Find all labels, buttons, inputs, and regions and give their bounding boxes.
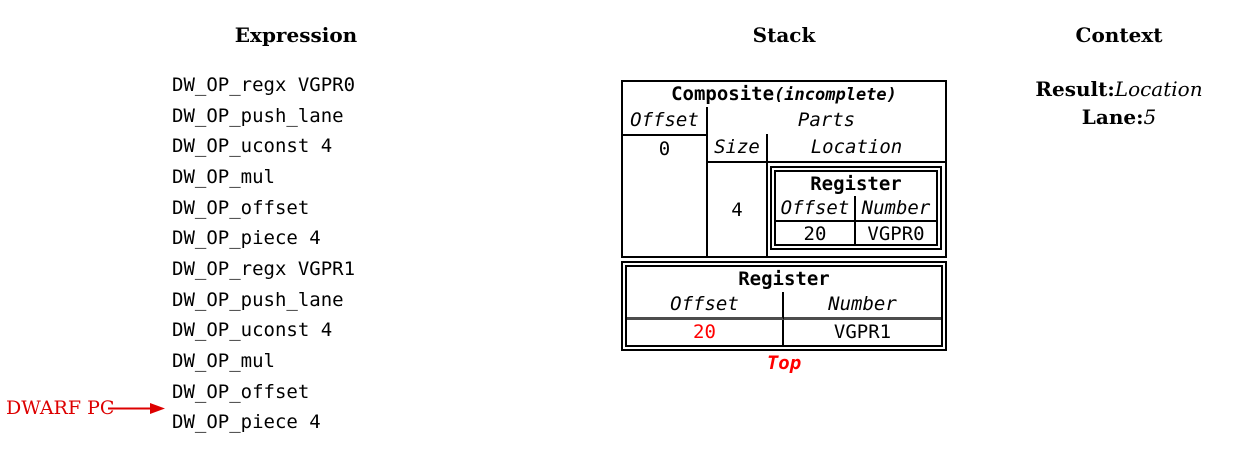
dwarf-pc-label: DWARF PC xyxy=(6,397,115,419)
nested-register-table: Register Offset Number 20 VGPR0 xyxy=(770,166,942,250)
parts-size-value: 4 xyxy=(731,198,743,221)
composite-title-row: Composite(incomplete) xyxy=(623,82,945,107)
expression-op: DW_OP_mul xyxy=(172,349,275,372)
nested-register-offset-header: Offset xyxy=(776,196,856,222)
context-result-value: Location xyxy=(1114,77,1203,101)
composite-parts-subtable: Size 4 Location Register Offset xyxy=(708,134,945,256)
expression-column-title: Expression xyxy=(234,23,358,47)
parts-size-header: Size xyxy=(708,134,766,163)
nested-register-grid: Offset Number 20 VGPR0 xyxy=(776,196,936,246)
register-offset-value: 20 xyxy=(627,320,784,345)
composite-offset-value: 0 xyxy=(658,138,671,160)
context-lane-label: Lane: xyxy=(1081,104,1144,129)
context-result-label: Result: xyxy=(1035,77,1115,101)
parts-location-header: Location xyxy=(768,134,945,163)
nested-register-title: Register xyxy=(810,173,902,195)
stack-entry-composite: Composite(incomplete) Offset 0 Parts Siz… xyxy=(621,80,947,258)
register-grid: Offset Number 20 VGPR1 xyxy=(627,292,941,345)
nested-register-number-value: VGPR0 xyxy=(867,223,925,245)
expression-op: DW_OP_mul xyxy=(172,165,275,188)
context-lane-value: 5 xyxy=(1143,104,1157,129)
register-number-header: Number xyxy=(784,292,941,320)
expression-op: DW_OP_uconst 4 xyxy=(172,135,333,158)
composite-title: Composite xyxy=(671,83,775,105)
nested-register-offset-value: 20 xyxy=(776,222,856,246)
context-result-line: Result:Location xyxy=(1009,76,1229,104)
composite-offset-header: Offset xyxy=(623,107,706,136)
parts-location-column: Location Register Offset Number 20 xyxy=(768,134,945,256)
right-arrow-icon xyxy=(108,403,165,414)
expression-op: DW_OP_piece 4 xyxy=(172,227,321,250)
stack-top-label: Top xyxy=(766,352,802,374)
expression-op: DW_OP_push_lane xyxy=(172,288,344,311)
composite-offset-column: Offset 0 xyxy=(623,107,708,256)
nested-register-number-header: Number xyxy=(856,196,936,222)
context-block: Result:Location Lane:5 xyxy=(1009,76,1229,131)
register-number-value: VGPR1 xyxy=(833,321,892,343)
context-column-title: Context xyxy=(1075,23,1163,47)
expression-op: DW_OP_regx VGPR0 xyxy=(172,74,356,96)
expression-op: DW_OP_offset xyxy=(172,380,310,403)
register-title: Register xyxy=(738,268,830,290)
composite-body: Offset 0 Parts Size 4 Location xyxy=(623,107,945,256)
composite-parts-column: Parts Size 4 Location Register xyxy=(708,107,945,256)
parts-location-body: Register Offset Number 20 VGPR0 xyxy=(768,163,945,256)
expression-op: DW_OP_push_lane xyxy=(172,104,344,127)
expression-op: DW_OP_offset xyxy=(172,196,310,219)
parts-size-column: Size 4 xyxy=(708,134,768,256)
composite-qualifier: (incomplete) xyxy=(774,85,897,105)
expression-op: DW_OP_piece 4 xyxy=(172,411,321,434)
stack-column-title: Stack xyxy=(752,23,816,47)
expression-op: DW_OP_uconst 4 xyxy=(172,319,333,342)
expression-op: DW_OP_regx VGPR1 xyxy=(172,257,356,280)
context-lane-line: Lane:5 xyxy=(1009,104,1229,132)
composite-parts-header: Parts xyxy=(797,109,856,131)
register-offset-header: Offset xyxy=(627,292,784,320)
stack-entry-register: Register Offset Number 20 VGPR1 xyxy=(621,261,947,351)
